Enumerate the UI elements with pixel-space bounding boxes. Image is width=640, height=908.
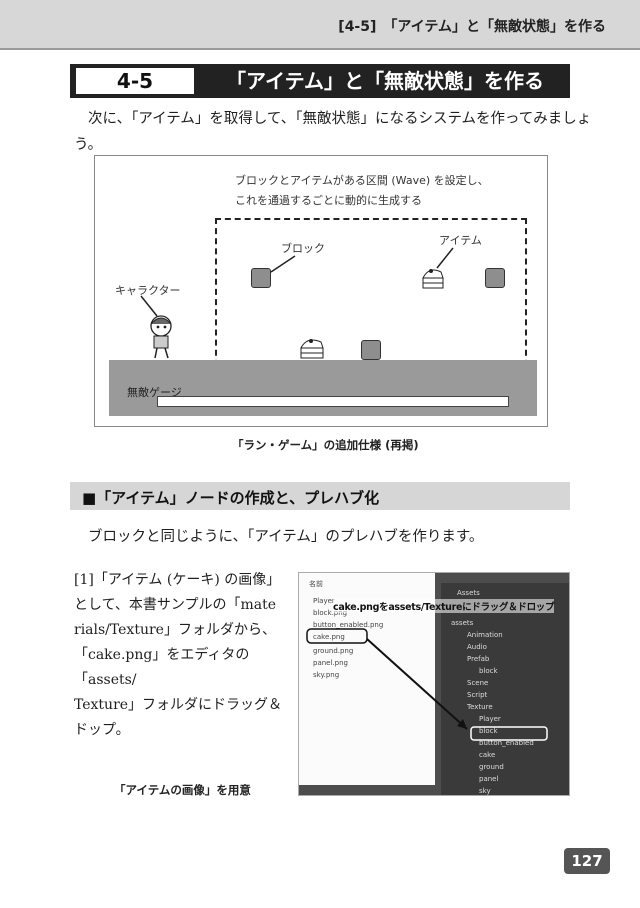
invincible-gauge	[157, 396, 509, 407]
block-3	[361, 340, 381, 360]
asset-item[interactable]: block	[479, 727, 498, 735]
page-number: 127	[564, 848, 610, 874]
item-label: アイテム	[439, 234, 482, 247]
section-heading: 4-5 「アイテム」と「無敵状態」を作る	[70, 64, 570, 98]
assets-panel: Assets assets Animation Audio Prefab blo…	[441, 583, 569, 795]
asset-folder-texture[interactable]: Texture	[467, 703, 493, 711]
drag-annotation	[306, 628, 548, 741]
character-icon	[150, 315, 172, 359]
asset-item[interactable]: Player	[479, 715, 501, 723]
block-label: ブロック	[281, 242, 325, 255]
game-spec-figure: ブロックとアイテムがある区間 (Wave) を設定し、 これを通過するごとに動的…	[94, 155, 548, 427]
figure-caption: 「ラン・ゲーム」の追加仕様 (再掲)	[232, 438, 419, 452]
step-1-caption: 「アイテムの画像」を用意	[114, 783, 251, 797]
step-1-text: [1]「アイテム (ケーキ) の画像」 として、本書サンプルの「mate ria…	[74, 568, 290, 743]
file-item[interactable]: panel.png	[313, 659, 348, 667]
asset-item[interactable]: button_enabled	[479, 739, 534, 747]
asset-item[interactable]: panel	[479, 775, 499, 783]
paragraph-2: ブロックと同じように、「アイテム」のプレハブを作ります。	[88, 529, 484, 545]
subheading-text: ■「アイテム」ノードの作成と、プレハブ化	[82, 489, 380, 507]
asset-folder[interactable]: Prefab	[467, 655, 490, 663]
asset-folder[interactable]: Animation	[467, 631, 503, 639]
intro-line-1: 次に、「アイテム」を取得して、「無敵状態」になるシステムを作ってみましょ	[88, 111, 592, 127]
step-1-line: として、本書サンプルの「mate	[74, 597, 276, 613]
step-1-line: ドップ。	[74, 722, 130, 738]
step-1-line: [1]「アイテム (ケーキ) の画像」	[74, 572, 281, 588]
file-item[interactable]: Player	[313, 597, 335, 605]
drag-callout: cake.pngをassets/Textureにドラッグ＆ドロップ	[333, 599, 554, 613]
cake-icon-2	[300, 339, 324, 359]
asset-item[interactable]: ground	[479, 763, 504, 771]
intro-paragraph: 次に、「アイテム」を取得して、「無敵状態」になるシステムを作ってみましょ う。	[74, 106, 592, 158]
editor-screenshot: 名前 Player block.png button_enabled.png c…	[298, 572, 570, 796]
file-explorer-header: 名前	[309, 580, 323, 588]
assets-header: Assets	[457, 589, 480, 597]
subheading-bar: ■「アイテム」ノードの作成と、プレハブ化	[70, 482, 570, 510]
step-1-line: rials/Texture」フォルダから、	[74, 622, 276, 638]
gauge-label: 無敵ゲージ	[127, 386, 182, 399]
block-2	[485, 268, 505, 288]
assets-root[interactable]: assets	[451, 619, 474, 627]
block-1	[251, 268, 271, 288]
figure-drawing	[140, 247, 454, 359]
running-header: [4-5] 「アイテム」と「無敵状態」を作る	[0, 0, 640, 50]
file-item[interactable]: block.png	[313, 609, 348, 617]
character-label: キャラクター	[115, 284, 181, 297]
intro-line-2: う。	[74, 137, 103, 153]
step-1-line: 「cake.png」をエディタの「assets/	[74, 647, 250, 688]
cake-icon-1	[422, 269, 444, 289]
asset-folder[interactable]: Audio	[467, 643, 487, 651]
asset-item[interactable]: sky	[479, 787, 491, 795]
file-item[interactable]: sky.png	[313, 671, 340, 679]
file-item[interactable]: button_enabled.png	[313, 621, 384, 629]
figure-annotation-line-1: ブロックとアイテムがある区間 (Wave) を設定し、	[235, 174, 489, 187]
section-title: 「アイテム」と「無敵状態」を作る	[226, 69, 544, 93]
file-item-cake[interactable]: cake.png	[313, 633, 345, 641]
file-item[interactable]: ground.png	[313, 647, 354, 655]
running-header-text: [4-5] 「アイテム」と「無敵状態」を作る	[338, 19, 606, 35]
section-number: 4-5	[76, 68, 194, 94]
asset-folder[interactable]: Scene	[467, 679, 489, 687]
figure-annotation-line-2: これを通過するごとに動的に生成する	[235, 194, 422, 207]
asset-folder[interactable]: Script	[467, 691, 488, 699]
asset-item-cake[interactable]: cake	[479, 751, 496, 759]
asset-item[interactable]: block	[479, 667, 498, 675]
step-1-line: Texture」フォルダにドラッグ＆	[74, 697, 283, 713]
